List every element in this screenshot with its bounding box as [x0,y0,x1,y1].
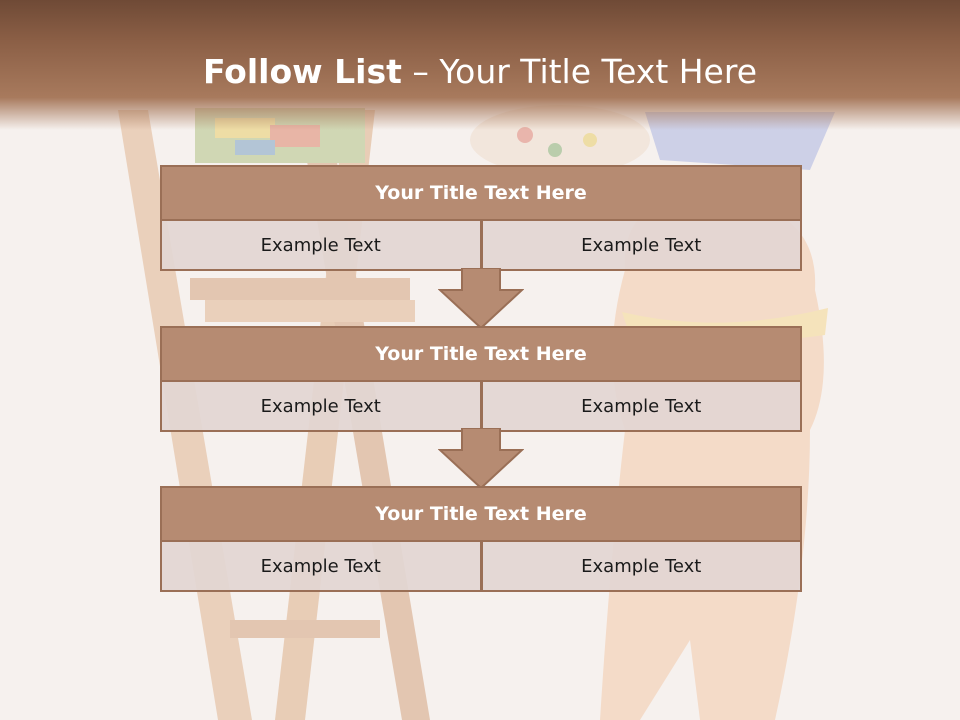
title-bold: Follow List [202,52,402,91]
block-cell-right: Example Text [481,542,802,592]
down-arrow-icon [438,428,524,490]
slide-title: Follow List – Your Title Text Here [0,52,960,91]
block-heading: Your Title Text Here [160,165,802,221]
list-block-3: Your Title Text Here Example Text Exampl… [160,486,802,592]
title-rest: – Your Title Text Here [412,52,758,91]
list-block-1: Your Title Text Here Example Text Exampl… [160,165,802,271]
block-cell-left: Example Text [160,221,482,271]
block-cell-left: Example Text [160,542,482,592]
block-cell-right: Example Text [481,221,802,271]
list-block-2: Your Title Text Here Example Text Exampl… [160,326,802,432]
header-bar [0,0,960,130]
block-heading: Your Title Text Here [160,486,802,542]
block-row: Example Text Example Text [160,542,802,592]
block-heading: Your Title Text Here [160,326,802,382]
down-arrow-icon [438,268,524,330]
block-cell-left: Example Text [160,382,482,432]
block-row: Example Text Example Text [160,382,802,432]
block-cell-right: Example Text [481,382,802,432]
block-row: Example Text Example Text [160,221,802,271]
